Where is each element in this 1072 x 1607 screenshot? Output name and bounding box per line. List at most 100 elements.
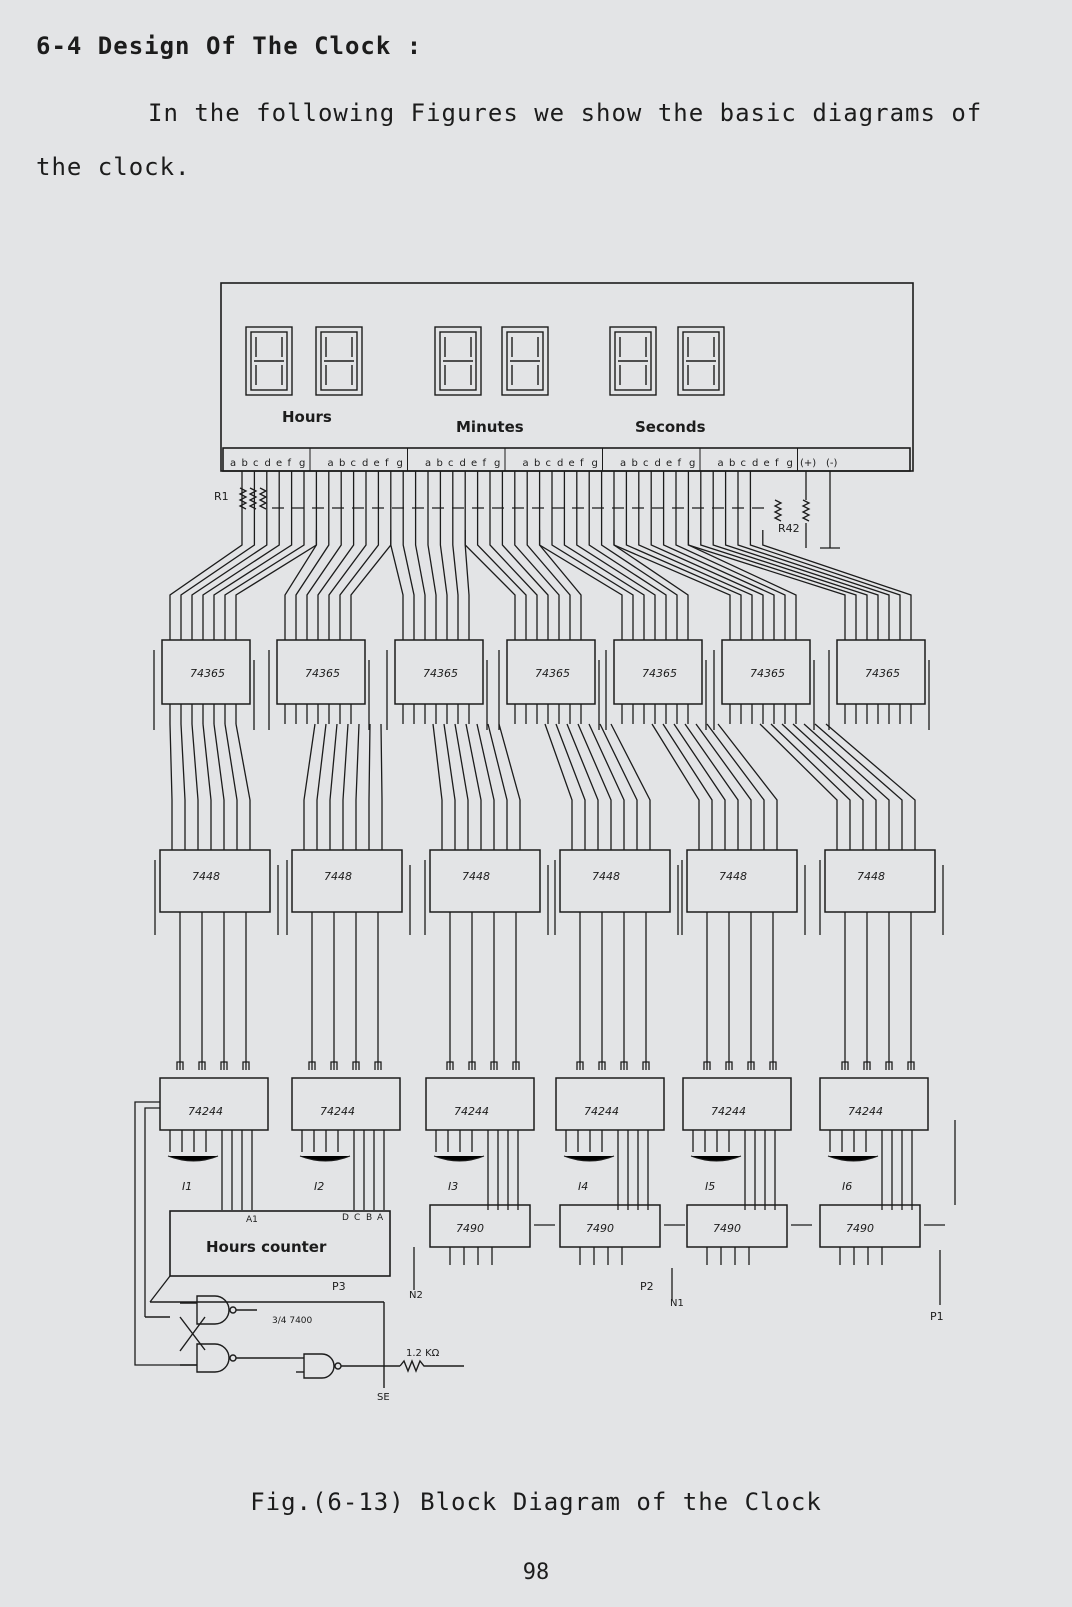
chip-74365-4: 74365 <box>506 639 596 705</box>
pin-letter: g <box>787 458 793 469</box>
svg-text:74244: 74244 <box>454 1105 489 1118</box>
pin-letter: c <box>448 458 454 469</box>
signal-se: SE <box>377 1392 390 1403</box>
chip-74365-3: 74365 <box>394 639 484 705</box>
label-minutes: Minutes <box>456 418 524 436</box>
hours-counter-pin-d: D <box>342 1213 349 1223</box>
chip-7448-3: 7448 <box>429 849 541 913</box>
pin-letter: g <box>494 458 500 469</box>
svg-text:7448: 7448 <box>462 870 490 883</box>
display-panel <box>220 282 914 472</box>
pin-header <box>222 447 911 472</box>
svg-text:7448: 7448 <box>719 870 747 883</box>
svg-text:7448: 7448 <box>592 870 620 883</box>
label-hours: Hours <box>282 408 332 426</box>
resistor-r42-label: R42 <box>778 522 800 535</box>
intro-line-1: In the following Figures we show the bas… <box>148 99 983 127</box>
signal-p2: P2 <box>640 1280 654 1293</box>
pin-letter: d <box>752 458 758 469</box>
digit-1 <box>245 326 293 396</box>
signal-p3: P3 <box>332 1280 346 1293</box>
pin-plus: (+) <box>800 458 816 469</box>
pin-letter: e <box>471 458 477 469</box>
svg-text:74365: 74365 <box>642 667 677 680</box>
chip-7448-5: 7448 <box>686 849 798 913</box>
chip-74365-6: 74365 <box>721 639 811 705</box>
svg-text:74244: 74244 <box>320 1105 355 1118</box>
pin-letter: a <box>230 458 236 469</box>
pin-letter: e <box>569 458 575 469</box>
svg-text:I5: I5 <box>705 1180 715 1193</box>
svg-text:I2: I2 <box>314 1180 324 1193</box>
svg-text:7448: 7448 <box>324 870 352 883</box>
pin-letter: e <box>374 458 380 469</box>
pin-letter: b <box>632 458 638 469</box>
chip-7448-6: 7448 <box>824 849 936 913</box>
pin-letter: c <box>351 458 357 469</box>
pin-letter: c <box>643 458 649 469</box>
pin-letter: e <box>666 458 672 469</box>
figure-caption: Fig.(6-13) Block Diagram of the Clock <box>250 1488 822 1516</box>
pin-letter: a <box>425 458 431 469</box>
hours-counter-block <box>169 1210 391 1277</box>
svg-text:7448: 7448 <box>857 870 885 883</box>
chip-7490-3: 7490 <box>686 1204 788 1248</box>
pin-letter: f <box>678 458 682 469</box>
svg-text:74244: 74244 <box>711 1105 746 1118</box>
signal-p1: P1 <box>930 1310 944 1323</box>
pin-letter: f <box>385 458 389 469</box>
wiring <box>134 471 956 1366</box>
signal-a1: A1 <box>246 1215 258 1225</box>
chip-74365-2: 74365 <box>276 639 366 705</box>
svg-text:7448: 7448 <box>192 870 220 883</box>
pin-letter: g <box>592 458 598 469</box>
signal-n2: N2 <box>409 1290 423 1301</box>
seven-segment-digits <box>245 326 725 396</box>
svg-text:74365: 74365 <box>305 667 340 680</box>
pin-letter: f <box>775 458 779 469</box>
page-number: 98 <box>522 1560 550 1585</box>
pin-letter: b <box>242 458 248 469</box>
digit-2 <box>315 326 363 396</box>
intro-line-2: the clock. <box>36 153 191 181</box>
pin-letter: g <box>689 458 695 469</box>
pin-letter: e <box>764 458 770 469</box>
svg-text:7490: 7490 <box>846 1222 874 1235</box>
resistor-r1-label: R1 <box>214 490 229 503</box>
hours-counter-pin-b: B <box>366 1213 372 1223</box>
pin-letter: g <box>397 458 403 469</box>
pin-letter: e <box>276 458 282 469</box>
pin-letter: f <box>483 458 487 469</box>
svg-text:7490: 7490 <box>586 1222 614 1235</box>
pin-minus: (-) <box>826 458 838 469</box>
signal-n1: N1 <box>670 1298 684 1309</box>
nand-latch <box>145 1295 464 1388</box>
svg-text:I6: I6 <box>842 1180 852 1193</box>
digit-5 <box>609 326 657 396</box>
svg-text:74365: 74365 <box>750 667 785 680</box>
pin-letter: a <box>328 458 334 469</box>
chip-7490-2: 7490 <box>559 1204 661 1248</box>
pin-letter: b <box>437 458 443 469</box>
pin-letter: d <box>362 458 368 469</box>
gate-label: 3/4 7400 <box>272 1316 313 1326</box>
pin-letter: f <box>580 458 584 469</box>
svg-text:7490: 7490 <box>713 1222 741 1235</box>
digit-4 <box>501 326 549 396</box>
svg-text:I1: I1 <box>182 1180 192 1193</box>
svg-text:74365: 74365 <box>535 667 570 680</box>
svg-text:7490: 7490 <box>456 1222 484 1235</box>
hours-counter-label: Hours counter <box>206 1238 327 1256</box>
chip-7448-1: 7448 <box>159 849 271 913</box>
pin-letter: d <box>557 458 563 469</box>
svg-text:74244: 74244 <box>188 1105 223 1118</box>
svg-text:74365: 74365 <box>423 667 458 680</box>
